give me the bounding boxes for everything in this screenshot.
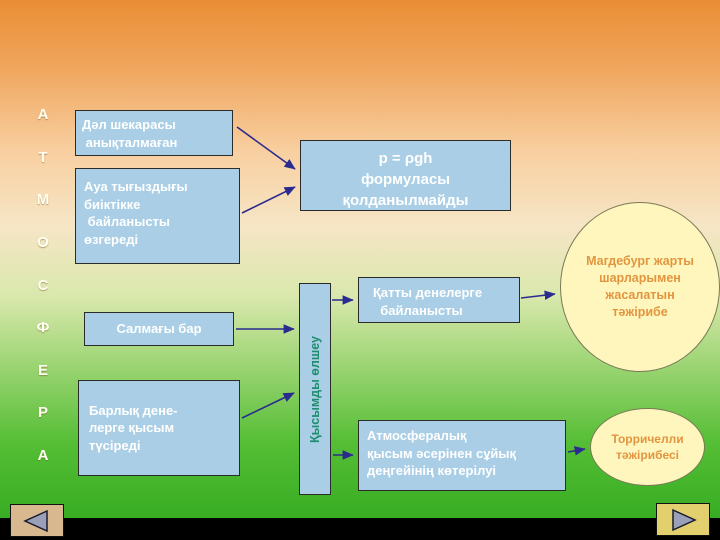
box-formula-not-applicable: p = ρgh формуласы қолданылмайды: [300, 140, 511, 211]
box-has-weight: Салмағы бар: [84, 312, 234, 346]
box-solid-bodies: Қатты денелерге байланысты: [358, 277, 520, 323]
box-undefined-boundary: Дәл шекарасы анықталмаған: [75, 110, 233, 156]
atmosphere-letter: А: [37, 447, 49, 464]
atmosphere-letter: Р: [37, 404, 48, 422]
atmosphere-letter: С: [37, 276, 49, 294]
atmosphere-letter: Е: [37, 361, 48, 379]
bottom-bar: [0, 518, 720, 540]
box-air-density: Ауа тығыздығы биіктікке байланысты өзгер…: [75, 168, 240, 264]
magdeburg-label: Магдебург жарты шарларымен жасалатын тәж…: [586, 254, 694, 319]
nav-back-button[interactable]: [10, 504, 64, 537]
atmosphere-letter: Ф: [36, 319, 50, 337]
ellipse-magdeburg-experiment: Магдебург жарты шарларымен жасалатын тәж…: [560, 202, 720, 372]
measure-pressure-label: Қысымды өлшеу: [307, 335, 322, 443]
atmosphere-letter: О: [37, 233, 49, 251]
box-liquid-level-rise: Атмосфералық қысым әсерінен сұйық деңгей…: [358, 420, 566, 491]
torricelli-label: Торричелли тәжірибесі: [611, 431, 684, 462]
atmosphere-letter: М: [36, 191, 50, 209]
ellipse-torricelli-experiment: Торричелли тәжірибесі: [590, 408, 705, 486]
box-measure-pressure: Қысымды өлшеу: [299, 283, 331, 495]
atmosphere-letter: А: [37, 106, 49, 123]
atmosphere-letter: Т: [38, 148, 48, 166]
nav-forward-button[interactable]: [656, 503, 710, 536]
arrow-left-icon: [23, 509, 48, 532]
box-pressure-on-bodies: Барлық дене- лерге қысым түсіреді: [78, 380, 240, 476]
vertical-word-atmosphere: А Т М О С Ф Е Р А: [30, 106, 56, 464]
arrow-right-icon: [672, 508, 697, 531]
